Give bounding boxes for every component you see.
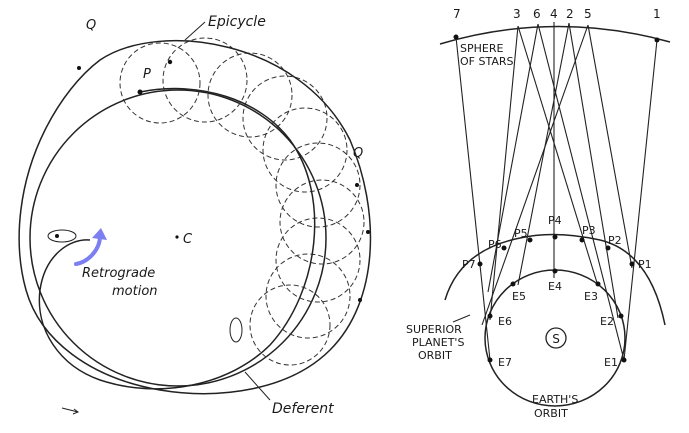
retrograde-arrow — [74, 234, 102, 266]
sun-symbol — [545, 327, 567, 349]
epicycle-diagram: Epicycle Q Q P C Retrograde motion Defer… — [18, 14, 372, 417]
earth-e1: E1 — [604, 356, 618, 369]
earth-e5: E5 — [512, 290, 526, 303]
superior-orbit-label-3: ORBIT — [418, 349, 452, 362]
earth-e2: E2 — [600, 315, 614, 328]
planet-p5: P5 — [514, 227, 528, 240]
earth-e4: E4 — [548, 280, 562, 293]
epicycle-circles — [119, 37, 365, 366]
earth-orbit-label-2: ORBIT — [534, 407, 568, 420]
star-label-7: 7 — [453, 7, 461, 21]
heliocentric-diagram: S 7 3 6 4 2 5 1 SPHERE OF STA — [406, 7, 671, 420]
earth-e7: E7 — [498, 356, 512, 369]
star-label-6: 6 — [533, 7, 541, 21]
planet-p4: P4 — [548, 214, 562, 227]
star-label-5: 5 — [584, 7, 592, 21]
sphere-of-stars-label-2: OF STARS — [460, 55, 513, 68]
superior-orbit-label-2: PLANET'S — [412, 336, 464, 349]
sphere-of-stars-label: SPHERE — [460, 42, 503, 55]
earth-orbit-label: EARTH'S — [532, 393, 578, 406]
c-label: C — [183, 232, 193, 247]
superior-orbit-label: SUPERIOR — [406, 323, 462, 336]
retrograde-label: Retrograde — [82, 266, 155, 281]
superior-planet-orbit — [444, 233, 666, 326]
deferent-label: Deferent — [272, 401, 334, 417]
planet-p6: P6 — [488, 238, 502, 251]
p-label: P — [143, 67, 151, 82]
planet-trajectory — [18, 39, 372, 395]
planet-p1: P1 — [638, 258, 652, 271]
star-label-1: 1 — [653, 7, 661, 21]
planet-p3: P3 — [582, 224, 596, 237]
planet-p7: P7 — [462, 258, 476, 271]
star-label-3: 3 — [513, 7, 521, 21]
sight-lines — [455, 22, 658, 361]
q-right-label: Q — [353, 146, 363, 161]
star-label-2: 2 — [566, 7, 574, 21]
epicycle-label: Epicycle — [208, 14, 266, 30]
earth-e3: E3 — [584, 290, 598, 303]
earth-e6: E6 — [498, 315, 512, 328]
position-dots — [453, 34, 660, 363]
q-top-label: Q — [86, 18, 96, 33]
star-label-4: 4 — [550, 7, 558, 21]
planet-p2: P2 — [608, 234, 622, 247]
sun-label: S — [552, 332, 560, 346]
sphere-of-stars-arc — [439, 25, 671, 45]
deferent-circle — [29, 89, 327, 387]
motion-label: motion — [112, 284, 158, 299]
